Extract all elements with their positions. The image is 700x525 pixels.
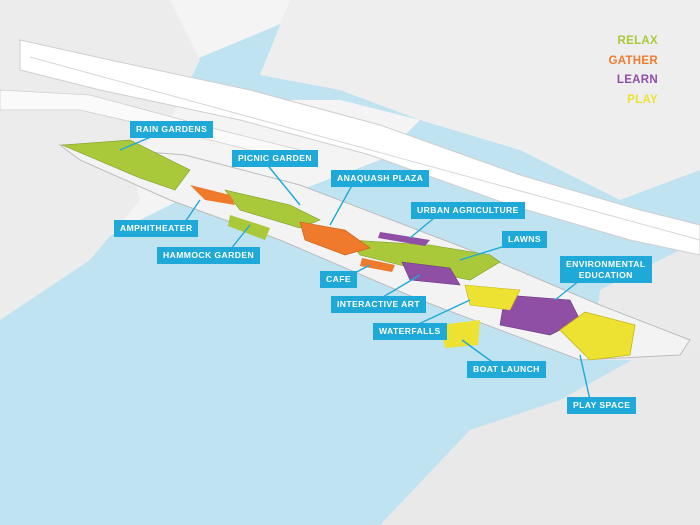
callout-interactive-art: INTERACTIVE ART <box>331 296 427 313</box>
callout-hammock-garden: HAMMOCK GARDEN <box>157 247 261 264</box>
boat-launch-zone <box>440 320 480 348</box>
right-shore <box>380 340 700 525</box>
rain-gardens-zone <box>61 139 191 191</box>
legend-gather: GATHER <box>608 54 658 67</box>
callout-play-space: PLAY SPACE <box>567 397 637 414</box>
program-legend: RELAX GATHER LEARN PLAY <box>608 32 658 110</box>
callout-cafe: CAFE <box>320 271 357 288</box>
hammock-garden-zone <box>228 215 270 240</box>
amphitheater-zone <box>190 185 235 205</box>
lawns-zone <box>349 239 501 281</box>
callout-anaquash-plaza: ANAQUASH PLAZA <box>331 170 430 187</box>
far-shore <box>260 0 700 200</box>
urban-agriculture-zone <box>378 232 430 246</box>
callout-waterfalls: WATERFALLS <box>373 323 447 340</box>
play-space-zone <box>559 311 636 361</box>
anaquash-plaza-zone <box>299 221 371 256</box>
callout-rain-gardens: RAIN GARDENS <box>130 121 214 138</box>
callout-environmental-education-line2: EDUCATION <box>578 269 633 280</box>
callout-lawns: LAWNS <box>502 231 548 248</box>
callout-urban-agriculture: URBAN AGRICULTURE <box>411 202 525 219</box>
callout-environmental-education: ENVIRONMENTAL EDUCATION <box>560 256 652 283</box>
callout-amphitheater: AMPHITHEATER <box>114 220 199 237</box>
callout-boat-launch: BOAT LAUNCH <box>467 361 546 378</box>
legend-learn: LEARN <box>616 74 658 86</box>
callout-environmental-education-line1: ENVIRONMENTAL <box>566 259 646 269</box>
interactive-art-zone <box>401 261 461 286</box>
callout-picnic-garden: PICNIC GARDEN <box>232 150 318 167</box>
legend-play: PLAY <box>627 93 658 106</box>
cafe-zone <box>360 258 395 272</box>
waterfalls-zone <box>464 284 521 311</box>
legend-relax: RELAX <box>617 35 658 47</box>
